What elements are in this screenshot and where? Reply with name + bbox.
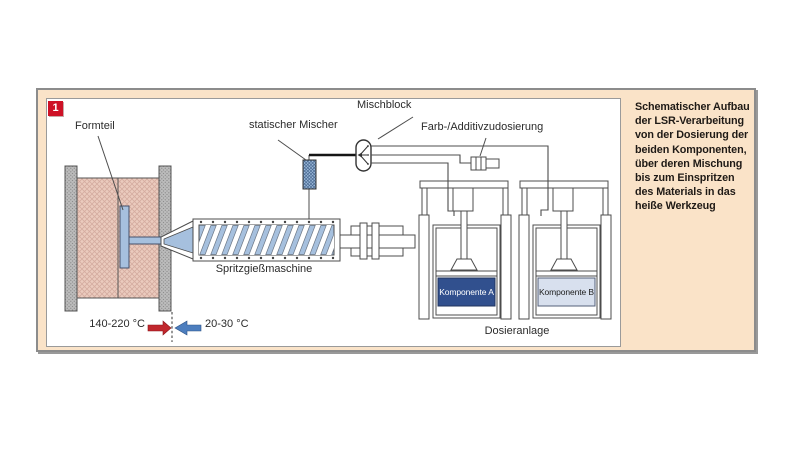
follower-plate <box>435 270 498 277</box>
label-additive-dosing: Farb-/Additivzudosierung <box>421 121 544 133</box>
flow-arrowhead <box>357 152 362 158</box>
komponente-a-fill <box>437 277 496 307</box>
pump-a <box>452 187 474 212</box>
pointer-formteil <box>97 135 124 211</box>
sprue-channel <box>128 236 163 245</box>
pointer-static-mixer <box>277 139 307 161</box>
temperature-indicator <box>147 312 202 342</box>
figure-caption: Schematischer Aufbau der LSR-Verarbeitun… <box>635 101 750 213</box>
label-dosing-system: Dosieranlage <box>484 325 550 337</box>
flange-plate <box>371 222 380 260</box>
label-komponente-a: Komponente A <box>439 287 494 297</box>
label-temp-hot: 140-220 °C <box>89 318 145 330</box>
label-formteil: Formteil <box>75 120 115 132</box>
injection-screw <box>199 225 334 255</box>
dosing-unit-b <box>518 180 612 320</box>
pipe-additive <box>371 154 471 164</box>
hot-arrow <box>147 320 172 336</box>
lsr-process-diagram <box>64 116 612 342</box>
label-mischblock: Mischblock <box>357 99 412 111</box>
label-komponente-b: Komponente B <box>538 287 595 297</box>
formteil-cavity <box>119 205 130 269</box>
komponente-b-fill <box>537 277 596 307</box>
label-temp-cold: 20-30 °C <box>205 318 249 330</box>
pump-b <box>552 187 574 212</box>
mixing-block <box>355 139 372 172</box>
barrel-bolts <box>199 220 335 260</box>
diagram-area: Formteil statischer Mischer Mischblock F… <box>46 98 621 347</box>
supply-pipes <box>371 145 549 216</box>
follower-funnel <box>550 258 578 271</box>
follower-plate <box>535 270 598 277</box>
static-mixer <box>302 159 317 190</box>
follower-funnel <box>450 258 478 271</box>
label-injection-machine: Spritzgießmaschine <box>215 263 313 275</box>
label-static-mixer: statischer Mischer <box>249 119 338 131</box>
figure-panel: 1 <box>36 88 756 352</box>
figure-number-badge: 1 <box>48 101 63 116</box>
mold-assembly <box>64 165 172 312</box>
dosing-unit-a <box>418 180 512 320</box>
mold-platen-left <box>64 165 78 312</box>
cold-arrow <box>174 320 202 336</box>
additive-doser-valve <box>470 156 500 171</box>
pointer-mischblock <box>377 116 414 140</box>
injection-machine <box>160 218 416 262</box>
flange-plate <box>359 222 368 260</box>
label-pointers <box>97 116 487 211</box>
pipe-component-a <box>371 162 455 216</box>
static-mixer-group <box>302 153 356 219</box>
pointer-additive <box>479 137 487 157</box>
pipe-component-b <box>371 145 549 216</box>
